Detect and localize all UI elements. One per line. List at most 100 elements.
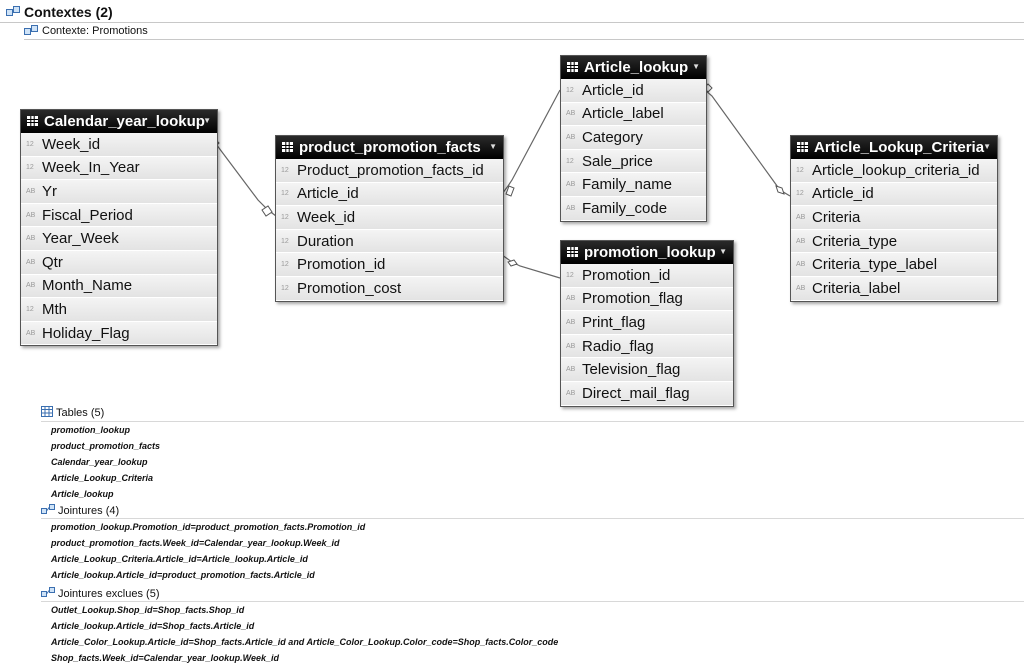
field-type-icon: 12	[566, 271, 574, 279]
list-item[interactable]: Article_Color_Lookup.Article_id=Shop_fac…	[51, 637, 559, 647]
contexts-title: Contextes (2)	[24, 4, 113, 20]
field-row[interactable]: AB Radio_flag	[561, 334, 733, 359]
field-row[interactable]: 12 Article_lookup_criteria_id	[791, 159, 997, 183]
entity-header[interactable]: Article_Lookup_Criteria ▼	[791, 136, 997, 159]
field-name: Week_id	[42, 135, 101, 153]
field-name: Criteria_type_label	[812, 256, 938, 274]
list-item[interactable]: Article_Lookup_Criteria.Article_id=Artic…	[51, 554, 308, 564]
context-icon	[6, 6, 20, 18]
field-name: Product_promotion_facts_id	[297, 161, 484, 179]
field-type-icon: 12	[796, 166, 804, 174]
section-divider	[41, 518, 1024, 519]
join-line-ppf-article	[501, 89, 561, 195]
list-item[interactable]: Article_lookup	[51, 489, 114, 499]
list-item[interactable]: promotion_lookup.Promotion_id=product_pr…	[51, 522, 366, 532]
field-name: Month_Name	[42, 277, 133, 295]
field-name: Year_Week	[42, 230, 119, 248]
join-line-ppf-promo	[501, 254, 561, 279]
entity-header[interactable]: Article_lookup ▼	[561, 56, 706, 79]
chevron-down-icon[interactable]: ▼	[489, 142, 497, 151]
field-row[interactable]: AB Criteria_type	[791, 229, 997, 254]
entity-header[interactable]: Calendar_year_lookup ▼	[21, 110, 217, 133]
context-promotions-header[interactable]: Contexte: Promotions	[24, 25, 148, 37]
joins-section-label: Jointures (4)	[58, 505, 120, 517]
field-type-icon: AB	[796, 237, 806, 245]
chevron-down-icon[interactable]: ▼	[719, 247, 727, 256]
field-type-icon: AB	[566, 318, 576, 326]
table-icon	[567, 59, 578, 76]
field-name: Criteria	[812, 208, 861, 226]
tables-section-header[interactable]: Tables (5)	[41, 406, 104, 420]
chevron-down-icon[interactable]: ▼	[203, 116, 211, 125]
table-icon	[282, 139, 293, 156]
field-name: Direct_mail_flag	[582, 384, 690, 402]
field-name: Criteria_type	[812, 232, 898, 250]
excluded-joins-section-header[interactable]: Jointures exclues (5)	[41, 587, 160, 601]
field-type-icon: AB	[566, 389, 576, 397]
field-row[interactable]: AB Direct_mail_flag	[561, 381, 733, 406]
contexts-header[interactable]: Contextes (2)	[6, 4, 113, 20]
list-item[interactable]: Article_lookup.Article_id=Shop_facts.Art…	[51, 621, 255, 631]
field-name: Yr	[42, 182, 57, 200]
field-name: Sale_price	[582, 152, 653, 170]
entity-header[interactable]: promotion_lookup ▼	[561, 241, 733, 264]
field-name: Article_lookup_criteria_id	[812, 161, 980, 179]
field-name: Radio_flag	[582, 337, 654, 355]
field-name: Fiscal_Period	[42, 206, 133, 224]
list-item[interactable]: Article_lookup.Article_id=product_promot…	[51, 570, 315, 580]
table-icon	[41, 406, 53, 420]
field-type-icon: AB	[796, 261, 806, 269]
list-item[interactable]: Calendar_year_lookup	[51, 457, 148, 467]
entity-article-lookup-criteria[interactable]: Article_Lookup_Criteria ▼ 12 Article_look…	[790, 135, 998, 302]
field-name: Article_label	[582, 105, 664, 123]
list-item[interactable]: product_promotion_facts	[51, 441, 161, 451]
field-type-icon: AB	[26, 329, 36, 337]
list-item[interactable]: Shop_facts.Week_id=Calendar_year_lookup.…	[51, 653, 280, 663]
entity-header[interactable]: product_promotion_facts ▼	[276, 136, 503, 159]
field-type-icon: AB	[566, 342, 576, 350]
field-row[interactable]: AB Criteria_type_label	[791, 253, 997, 277]
list-item[interactable]: Article_Lookup_Criteria	[51, 473, 154, 483]
join-icon	[41, 587, 55, 601]
list-item[interactable]: product_promotion_facts.Week_id=Calendar…	[51, 538, 340, 548]
joins-section-header[interactable]: Jointures (4)	[41, 504, 119, 518]
field-name: Week_In_Year	[42, 159, 140, 177]
join-line-article-criteria	[704, 89, 791, 197]
list-item[interactable]: promotion_lookup	[51, 425, 130, 435]
chevron-down-icon[interactable]: ▼	[692, 62, 700, 71]
list-item[interactable]: Outlet_Lookup.Shop_id=Shop_facts.Shop_id	[51, 605, 245, 615]
chevron-down-icon[interactable]: ▼	[983, 142, 991, 151]
